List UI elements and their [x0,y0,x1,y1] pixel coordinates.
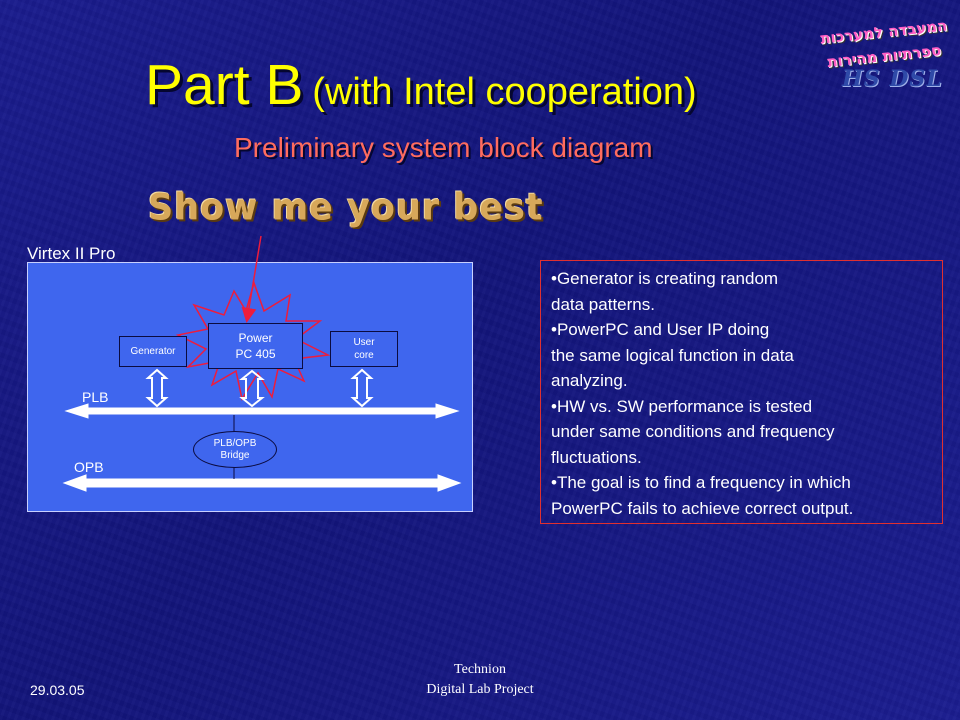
note-1-line-2: data patterns. [551,294,655,314]
generator-label: Generator [130,346,176,357]
note-bullet-1: •Generator is creating random data patte… [551,266,934,317]
slide-title-sub: (with Intel cooperation) [312,71,697,113]
note-3-line-3: fluctuations. [551,447,642,467]
powerpc-plb-connector [239,369,265,408]
usercore-plb-connector [350,368,374,408]
opb-bus-arrow [62,474,462,492]
opb-label: OPB [74,459,104,475]
plb-label: PLB [82,389,109,405]
generator-block: Generator [119,336,187,367]
bridge-label-line2: Bridge [220,449,250,461]
slide-title-main: Part B [145,53,304,117]
footer-project: Digital Lab Project [426,682,534,697]
bridge-label-line1: PLB/OPB [213,437,257,449]
note-2-line-3: analyzing. [551,371,628,390]
note-bullet-2: •PowerPC and User IP doing the same logi… [551,317,934,394]
note-2-line-2: the same logical function in data [551,345,794,365]
footer-date: 29.03.05 [30,682,85,698]
logo-hs-dsl: HS DSL [842,66,943,92]
note-3-line-2: under same conditions and frequency [551,422,835,441]
notes-box: •Generator is creating random data patte… [540,260,943,524]
note-1-line-1: •Generator is creating random [551,269,779,288]
note-4-line-2: PowerPC fails to achieve correct output. [551,498,854,518]
user-core-label-line2: core [354,350,374,361]
plb-opb-bridge: PLB/OPB Bridge [193,431,277,468]
note-2-line-1: •PowerPC and User IP doing [551,320,770,339]
powerpc-label-line2: PC 405 [235,347,276,361]
hs-dsl-logo: המעבדה למערכות ספרתיות מהירות HS DSL [800,16,955,98]
powerpc-label-line1: Power [238,331,273,345]
powerpc-block: Power PC 405 [208,323,303,369]
plb-bus-arrow [64,403,460,419]
user-core-label-line1: User [353,337,375,348]
note-bullet-4: •The goal is to find a frequency in whic… [551,470,934,521]
note-3-line-1: •HW vs. SW performance is tested [551,396,813,416]
note-bullet-3: •HW vs. SW performance is tested under s… [551,394,934,471]
user-core-block: User core [330,331,398,367]
footer-center: Technion Digital Lab Project [380,660,580,700]
footer-org: Technion [454,662,506,677]
slide-title: Part B (with Intel cooperation) [145,52,697,118]
fpga-block: Generator Power PC 405 User core PLB OPB… [27,262,473,512]
note-4-line-1: •The goal is to find a frequency in whic… [551,473,851,492]
fpga-label: Virtex II Pro [27,244,116,263]
generator-plb-connector [145,368,169,408]
slogan-wordart: Show me your best [148,187,544,229]
slide-subtitle: Preliminary system block diagram [234,132,653,163]
